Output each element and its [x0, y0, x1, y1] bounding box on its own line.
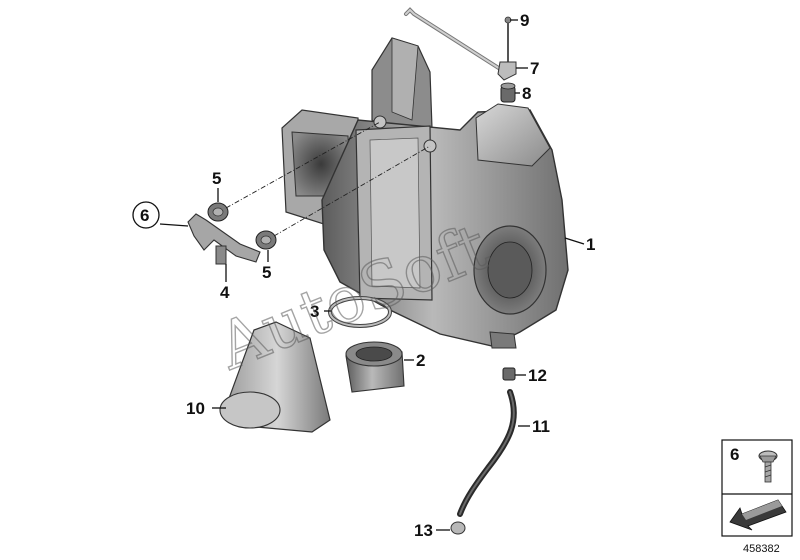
callout-10: 10: [186, 399, 205, 418]
grommet-5-lower: [255, 230, 277, 250]
callout-4: 4: [220, 283, 230, 302]
screw-icon: [758, 450, 778, 483]
drain-hose-highlight: [459, 391, 515, 515]
intake-sleeve-2: [345, 341, 405, 393]
reference-number: 458382: [743, 543, 780, 555]
grommet-5-upper: [207, 202, 229, 222]
grommet-8: [500, 82, 516, 103]
callout-7: 7: [530, 59, 539, 78]
support-rod: [404, 7, 510, 76]
leader-1: [564, 237, 585, 245]
cap-13: [450, 521, 466, 535]
clip-7: [497, 61, 517, 81]
airbox-housing: [281, 37, 569, 349]
screw-9: [504, 16, 512, 64]
callout-6-circle: [132, 201, 160, 229]
callout-5-upper: 5: [212, 169, 221, 188]
callout-1: 1: [586, 235, 595, 254]
bracket-6: [187, 213, 261, 265]
intake-funnel-10: [219, 321, 331, 433]
grommet-12: [502, 367, 516, 381]
callout-12: 12: [528, 366, 547, 385]
callout-2: 2: [416, 351, 425, 370]
callout-3: 3: [310, 302, 319, 321]
legend-box: 6: [721, 439, 793, 537]
callout-6: 6: [140, 206, 149, 225]
callout-5-lower: 5: [262, 263, 271, 282]
callout-9: 9: [520, 11, 529, 30]
arrow-icon: [729, 499, 787, 531]
callout-11: 11: [532, 417, 550, 436]
legend-item-number: 6: [730, 445, 739, 464]
assembly-line-lower: [273, 145, 431, 237]
callout-8: 8: [522, 84, 531, 103]
leader-6: [159, 223, 189, 227]
callout-13: 13: [414, 521, 433, 540]
clamp-ring-3: [328, 296, 392, 328]
